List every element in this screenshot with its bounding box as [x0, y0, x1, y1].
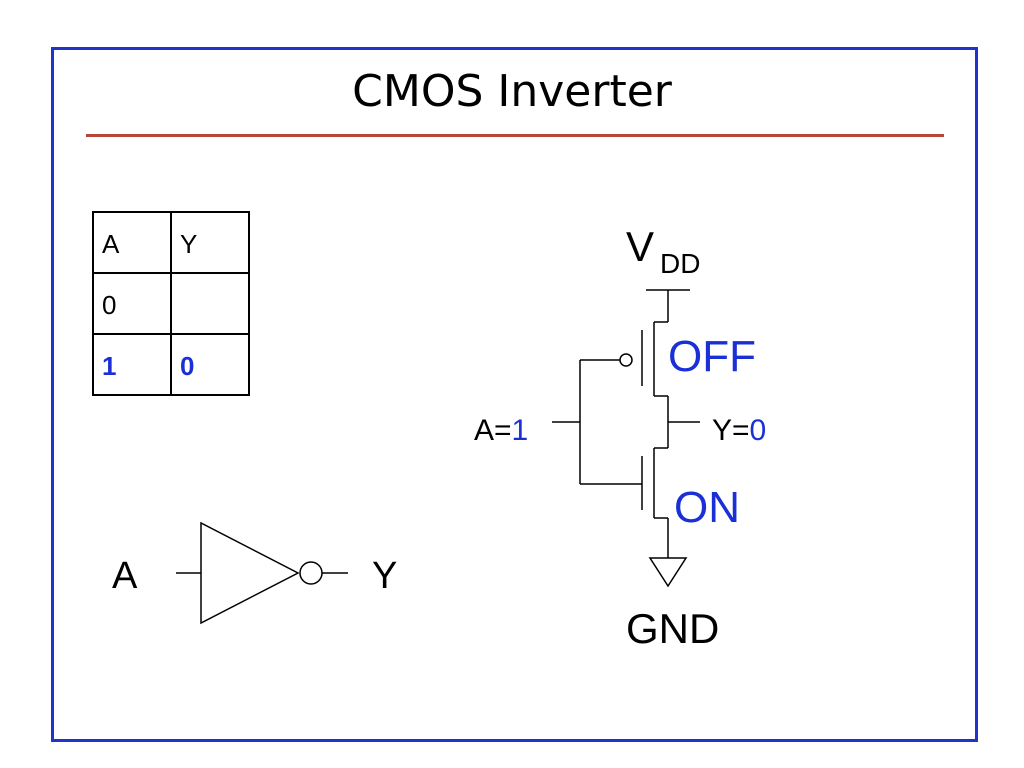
truth-header-y: Y: [170, 211, 250, 274]
truth-cell-y: 0: [170, 333, 250, 396]
slide-title: CMOS Inverter: [352, 66, 672, 117]
pmos-gate-bubble: [619, 353, 633, 367]
truth-header-a: A: [92, 211, 172, 274]
truth-cell-y: [170, 272, 250, 335]
pmos-state-label: OFF: [668, 332, 756, 381]
inverter-gate-symbol: [176, 521, 348, 625]
gate-input-label: A: [112, 555, 138, 597]
gate-triangle: [200, 521, 300, 625]
truth-table-row: 1 0: [92, 333, 250, 396]
circuit-output-value: 0: [750, 414, 767, 447]
gate-inversion-bubble: [299, 561, 323, 585]
vdd-subscript: DD: [660, 248, 700, 279]
gnd-symbol: [648, 557, 688, 588]
truth-table: A Y 0 1 0: [92, 211, 250, 396]
gnd-label: GND: [626, 605, 719, 652]
cmos-transistor-schematic: [552, 289, 700, 588]
title-underline: [86, 134, 944, 137]
nmos-state-label: ON: [674, 483, 740, 532]
truth-cell-a: 1: [92, 333, 172, 396]
circuit-input-value: 1: [512, 414, 529, 447]
circuit-output-label: Y=0: [712, 414, 766, 447]
slide-frame: [51, 47, 978, 742]
truth-table-header-row: A Y: [92, 211, 250, 274]
circuit-input-label: A=1: [474, 414, 528, 447]
gate-output-label: Y: [372, 555, 397, 597]
vdd-label: V: [626, 223, 654, 270]
truth-cell-a: 0: [92, 272, 172, 335]
truth-table-row: 0: [92, 272, 250, 335]
